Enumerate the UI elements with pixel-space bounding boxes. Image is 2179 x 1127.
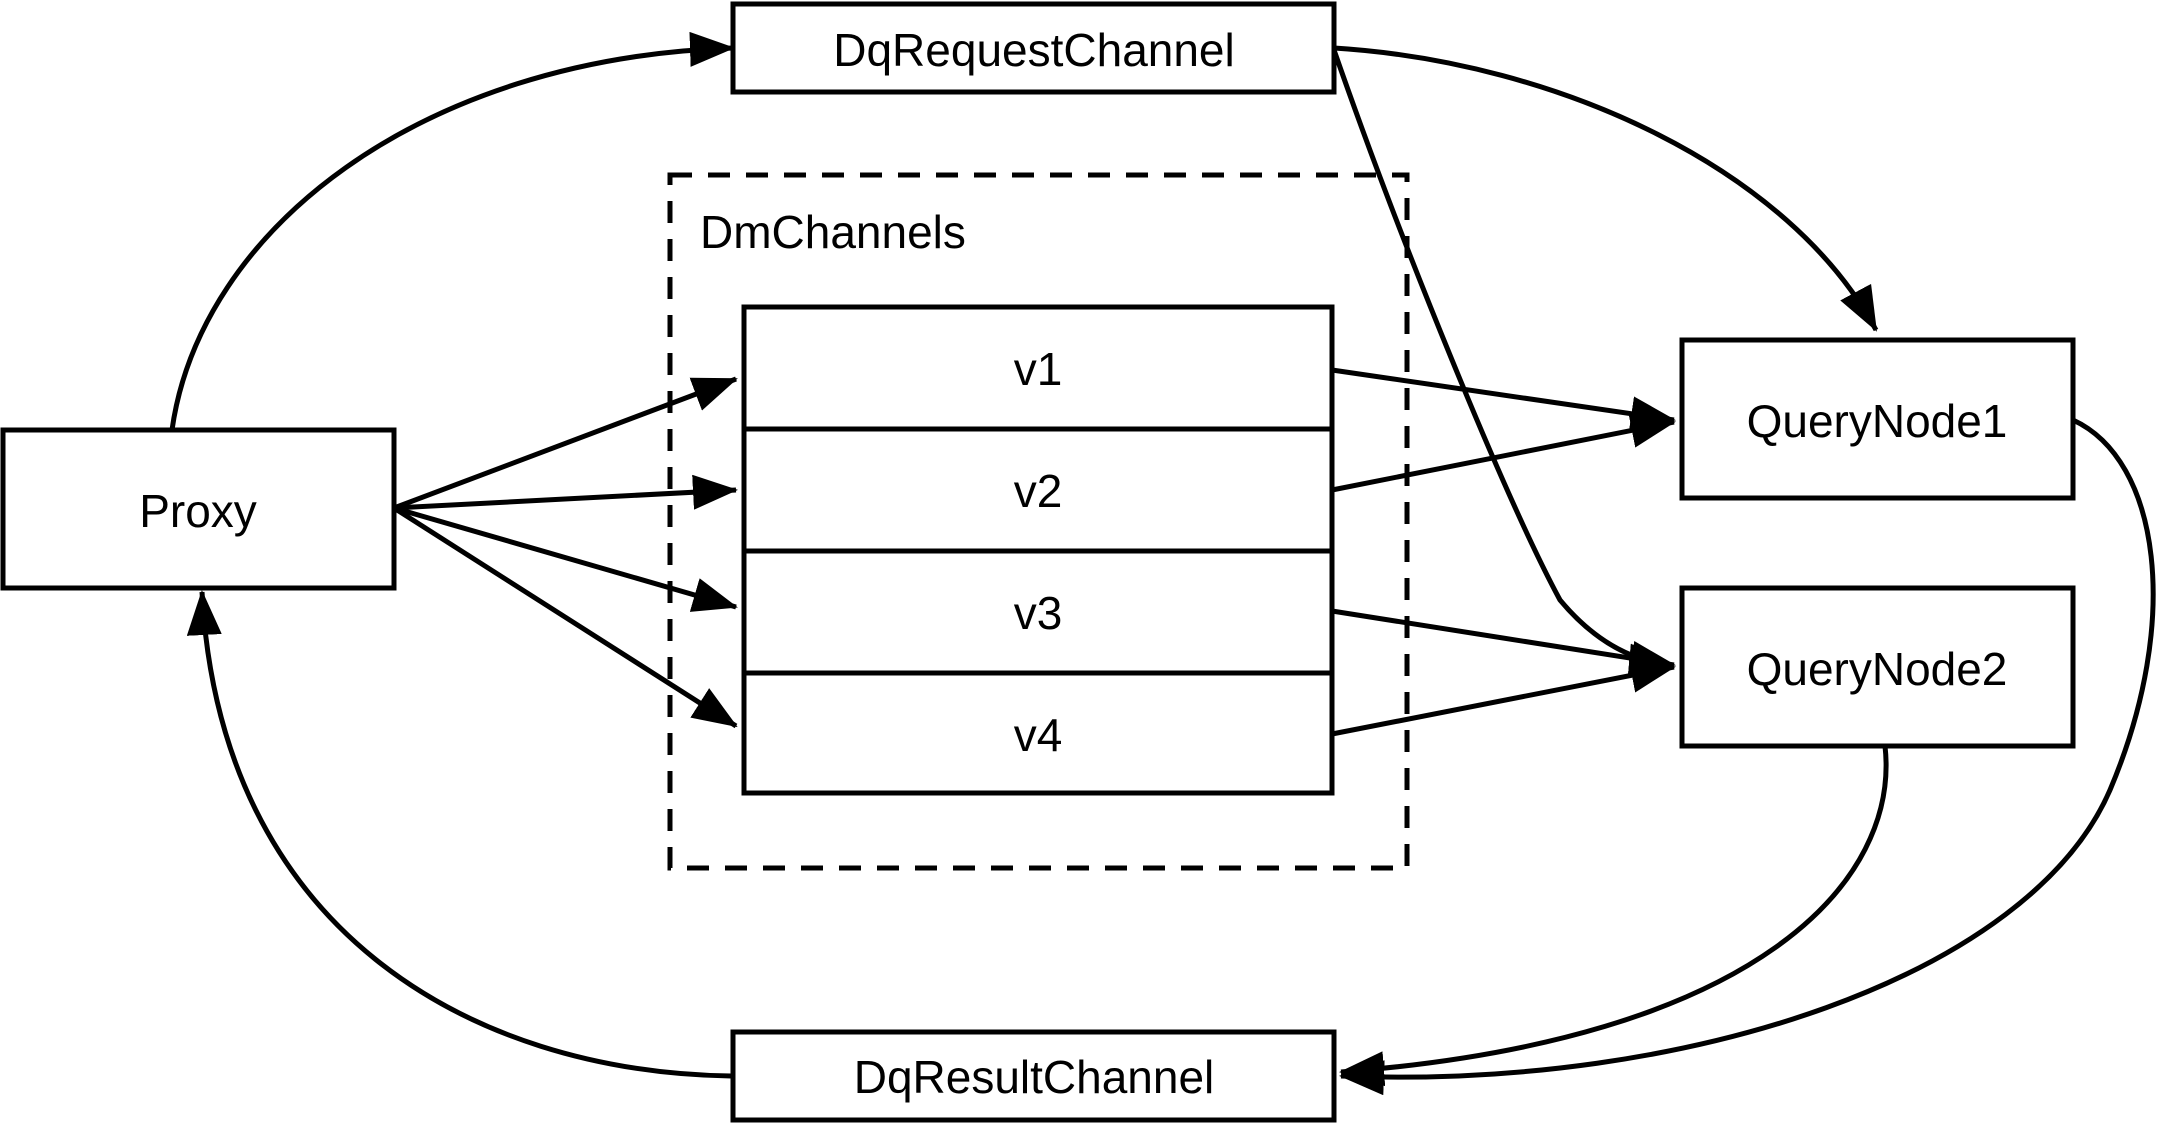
- edge-v3-to-querynode2: [1331, 608, 1676, 676]
- dmchannel-slot-v2[interactable]: v2: [1014, 465, 1063, 517]
- node-proxy[interactable]: Proxy: [0, 427, 397, 591]
- dmchannels-slot-stack: v1 v2 v3 v4: [741, 304, 1335, 796]
- edge-proxy-to-v4: [392, 505, 738, 729]
- node-proxy-box[interactable]: [0, 427, 397, 591]
- node-dq-request-channel[interactable]: DqRequestChannel: [730, 1, 1337, 95]
- node-query-node-2-label: QueryNode2: [1747, 643, 2008, 695]
- edge-proxy-to-v2: [393, 474, 738, 511]
- node-query-node-1[interactable]: QueryNode1: [1679, 337, 2076, 501]
- dmchannels-group-label: DmChannels: [700, 206, 966, 258]
- edge-proxy-to-v3: [393, 505, 738, 612]
- edge-querynode1-to-dqresultchannel: [1339, 417, 2156, 1096]
- dmchannel-slot-v1[interactable]: v1: [1014, 343, 1063, 395]
- dmchannel-slot-v3[interactable]: v3: [1014, 587, 1063, 639]
- edge-dqrequestchannel-to-querynode1: [1333, 45, 1879, 332]
- node-proxy-label: Proxy: [139, 485, 257, 537]
- edge-v2-to-querynode1: [1331, 413, 1676, 493]
- edge-proxy-to-dqrequestchannel: [169, 31, 735, 431]
- node-dq-request-channel-label: DqRequestChannel: [833, 24, 1235, 76]
- edge-proxy-to-v1: [393, 376, 738, 511]
- node-query-node-1-box[interactable]: [1679, 337, 2076, 501]
- edge-querynode2-to-dqresultchannel: [1339, 745, 1889, 1087]
- edge-dqresultchannel-to-proxy: [186, 590, 732, 1079]
- node-dq-request-channel-box[interactable]: [730, 1, 1337, 95]
- node-query-node-2[interactable]: QueryNode2: [1679, 585, 2076, 749]
- edge-v4-to-querynode2: [1331, 658, 1676, 737]
- edge-dqrequestchannel-to-querynode2: [1331, 49, 1674, 679]
- edge-v1-to-querynode1: [1331, 367, 1676, 432]
- dmchannels-group: DmChannels: [667, 172, 1410, 871]
- dmchannel-slot-v4[interactable]: v4: [1014, 709, 1063, 761]
- node-dq-result-channel-box[interactable]: [730, 1029, 1337, 1123]
- node-dq-result-channel-label: DqResultChannel: [854, 1051, 1215, 1103]
- dmchannels-group-border: [667, 172, 1410, 871]
- node-query-node-2-box[interactable]: [1679, 585, 2076, 749]
- node-dq-result-channel[interactable]: DqResultChannel: [730, 1029, 1337, 1123]
- node-query-node-1-label: QueryNode1: [1747, 395, 2008, 447]
